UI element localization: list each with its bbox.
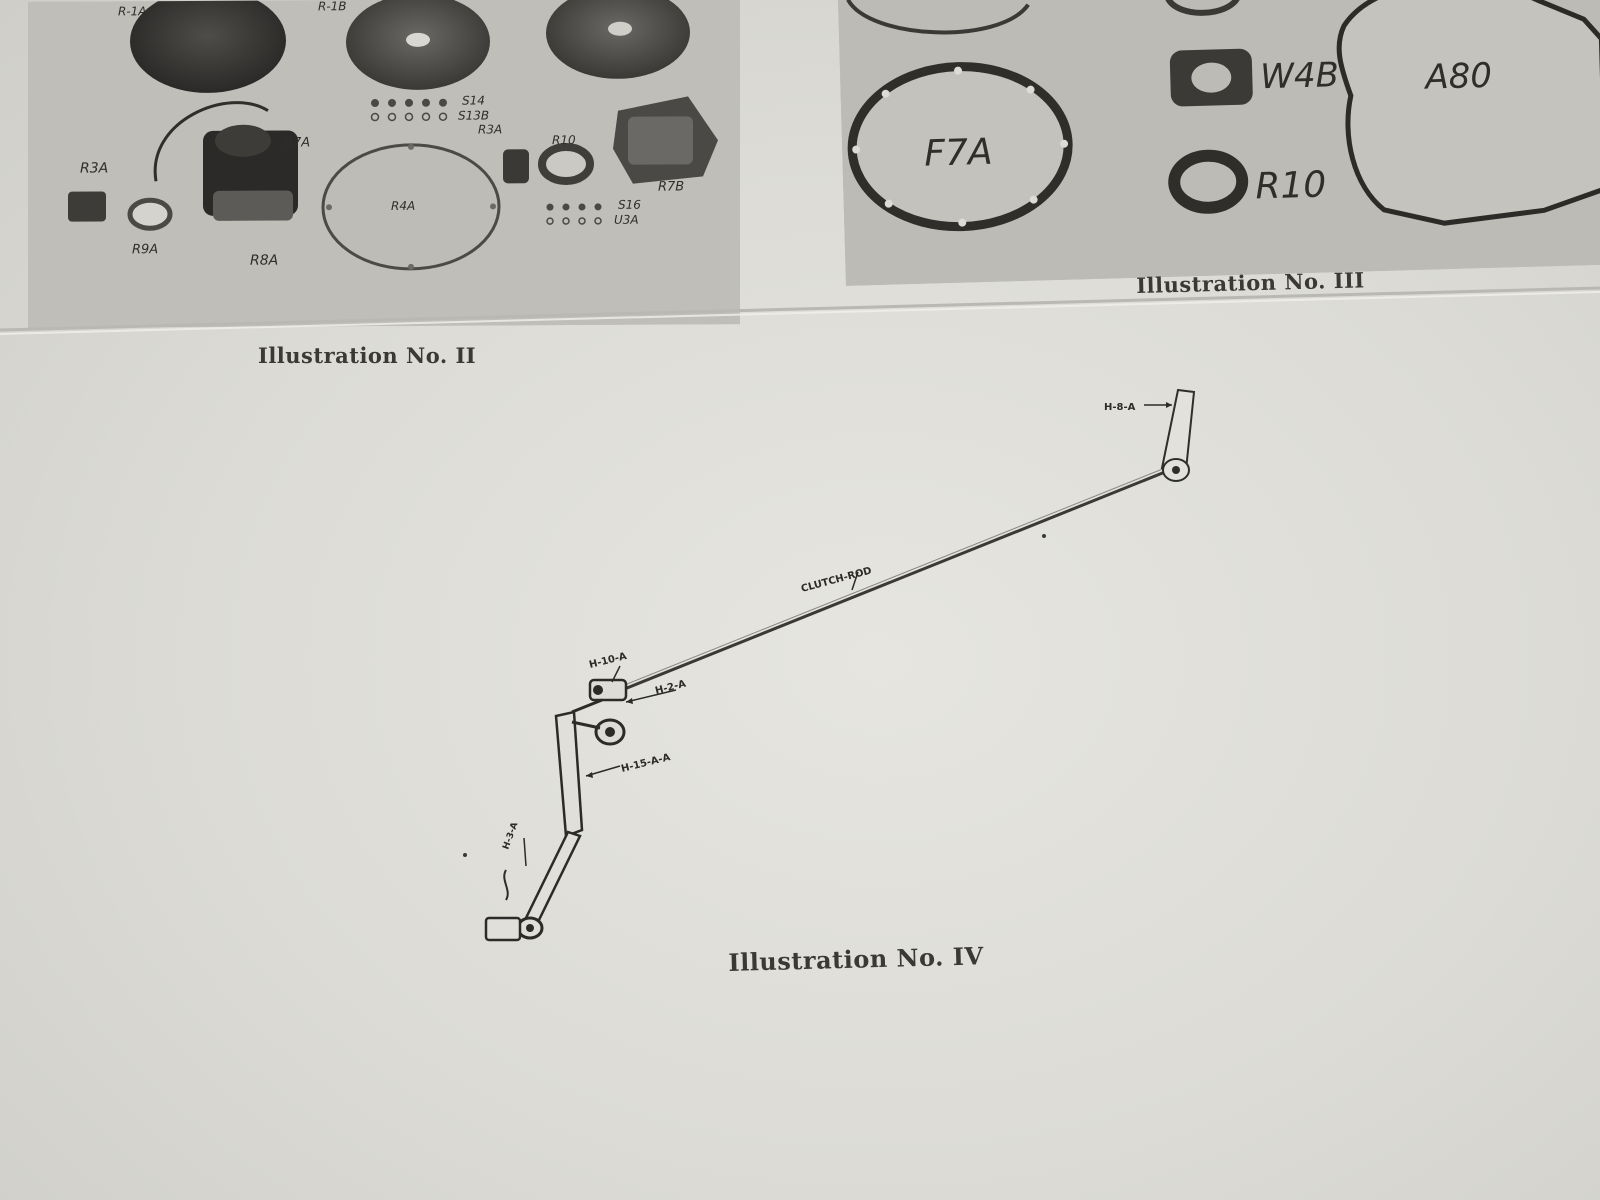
label-r8a: R8A xyxy=(250,253,278,269)
label-r1a: R-1A xyxy=(118,4,147,18)
label-u3a: U3A xyxy=(614,213,639,227)
label-clutch-rod: CLUTCH-ROD xyxy=(800,565,873,594)
yoke-h10a xyxy=(588,678,628,702)
label-h8a: H-8-A xyxy=(1104,402,1136,413)
illustration-3-photo: W4B A80 F7A R10 xyxy=(838,0,1600,286)
arm-h15aa xyxy=(554,710,584,838)
label-r7a: R7A xyxy=(284,135,310,150)
part-r3a-left xyxy=(68,191,106,222)
washer-r10 xyxy=(538,143,594,186)
label-r10-ill3: R10 xyxy=(1255,164,1327,207)
label-r1b: R-1B xyxy=(318,0,347,13)
part-r3a xyxy=(503,149,529,184)
label-h3a: H-3-A xyxy=(501,821,520,851)
illustration-2-photo: R-1A R-1B R7A R3A R9A R8A R4A S14 S13B R… xyxy=(28,0,740,328)
disc-r1a xyxy=(130,0,286,93)
label-h2a: H-2-A xyxy=(654,679,687,697)
foot-bracket xyxy=(484,916,522,942)
label-s14: S14 xyxy=(462,93,485,107)
illustration-2-parts-photo: R-1A R-1B R7A R3A R9A R8A R4A S14 S13B R… xyxy=(28,0,740,328)
label-r3a: R3A xyxy=(478,122,502,136)
label-w4b: W4B xyxy=(1260,55,1340,97)
label-a80: A80 xyxy=(1423,56,1493,98)
label-s13b: S13B xyxy=(458,108,489,122)
label-s16: S16 xyxy=(618,198,641,212)
clutch-rod xyxy=(621,468,1171,692)
label-h10a: H-10-A xyxy=(588,651,628,671)
link-h3a xyxy=(524,830,582,924)
ring-r9a xyxy=(127,197,173,231)
label-h15aa: H-15-A-A xyxy=(620,752,672,775)
gasket-a80 xyxy=(1336,0,1600,226)
washer-r10-ill3 xyxy=(1168,149,1249,214)
caption-illustration-2: Illustration No. II xyxy=(258,343,477,368)
lever-h8a xyxy=(1160,388,1196,472)
label-r3a-left: R3A xyxy=(80,160,108,176)
label-r4a: R4A xyxy=(391,199,415,213)
label-f7a: F7A xyxy=(924,132,993,175)
label-r9a: R9A xyxy=(132,242,158,257)
label-r10: R10 xyxy=(552,133,576,147)
label-r7b: R7B xyxy=(658,179,684,194)
illustration-3-parts-photo: W4B A80 F7A R10 xyxy=(838,0,1600,286)
